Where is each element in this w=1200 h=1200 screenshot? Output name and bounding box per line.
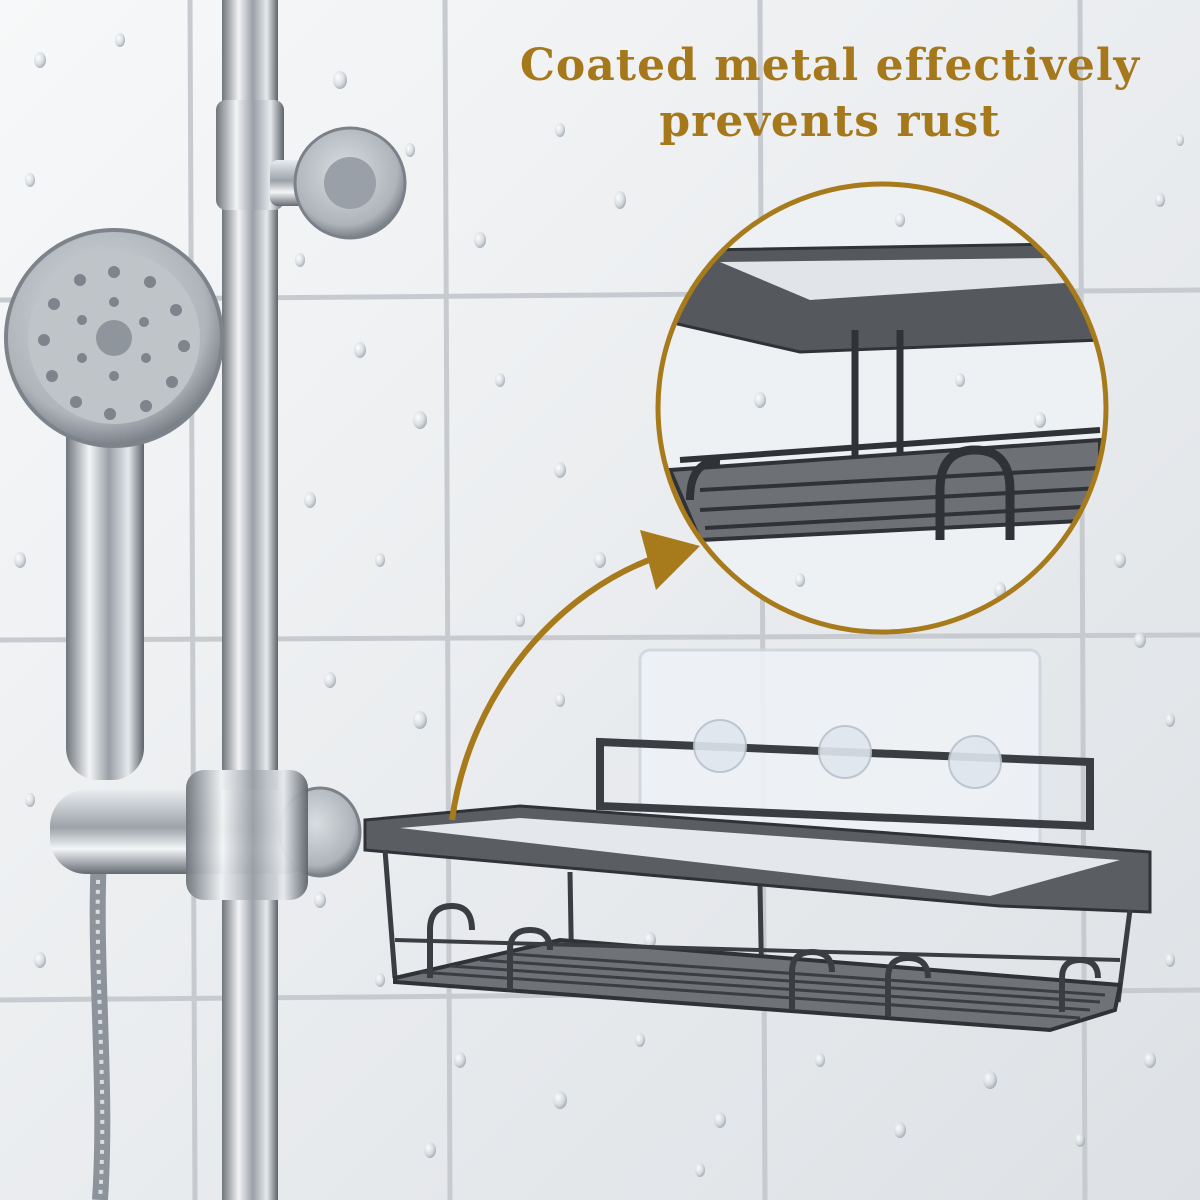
- shower-shelf: [363, 737, 1152, 1033]
- curved-arrow-icon: [449, 530, 700, 821]
- headline-line-2: prevents rust: [659, 96, 1001, 147]
- shower-head: [4, 228, 224, 780]
- holder-bracket: [50, 770, 362, 900]
- suction-cups: [693, 719, 1002, 789]
- magnifier-circle-icon: [655, 181, 1109, 635]
- headline: Coated metal effectively prevents rust: [470, 38, 1190, 150]
- water-droplets: [14, 33, 1184, 1177]
- headline-line-1: Coated metal effectively: [519, 40, 1141, 91]
